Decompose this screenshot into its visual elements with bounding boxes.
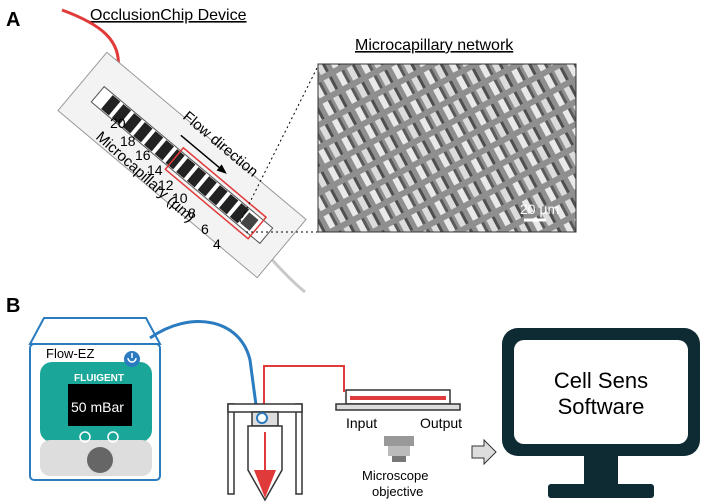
width-label-16: 16: [135, 147, 151, 163]
width-label-10: 10: [172, 190, 188, 206]
computer-monitor: [502, 328, 700, 498]
microscope-label-line2: objective: [372, 484, 423, 499]
red-tubing: [263, 365, 345, 420]
software-label-line1: Cell Sens: [554, 368, 648, 393]
width-label-8: 8: [188, 205, 196, 221]
zoom-region: [240, 212, 259, 231]
scale-bar-label: 20 µm: [520, 201, 559, 217]
pressure-readout: 50 mBar: [71, 399, 124, 415]
arrow-to-computer-icon: [471, 438, 497, 466]
panel-b-letter: B: [6, 295, 20, 317]
pump-knob: [87, 447, 113, 473]
button-left-icon: [79, 431, 91, 443]
microscope-objective-icon: [384, 436, 414, 462]
microscope-label-line1: Microscope: [362, 468, 428, 483]
button-right-icon: [107, 431, 119, 443]
pump-display: [68, 384, 132, 426]
highlight-box: [164, 146, 268, 240]
software-label-line2: Software: [558, 394, 645, 419]
pump-name: Flow-EZ: [46, 346, 94, 361]
width-label-14: 14: [147, 162, 163, 178]
width-label-4: 4: [213, 236, 221, 252]
device-title: OcclusionChip Device: [90, 7, 247, 24]
width-label-20: 20: [110, 115, 126, 131]
blue-tubing: [149, 320, 260, 421]
sem-image: [317, 63, 577, 233]
power-icon: [124, 351, 140, 367]
flow-arrow-icon: [216, 164, 227, 174]
width-label-12: 12: [158, 177, 174, 193]
pump-brand: FLUIGENT: [74, 373, 124, 384]
width-label-18: 18: [120, 133, 136, 149]
width-labels: 20 18 16 14 12 10 8 6 4: [110, 115, 221, 252]
reservoir-stand: [227, 403, 303, 502]
occlusion-chip: [57, 51, 307, 279]
panel-a-letter: A: [6, 9, 20, 31]
connector-line-top: [239, 65, 319, 223]
width-label-6: 6: [201, 221, 209, 237]
flow-ez-pump: [28, 317, 162, 481]
chip-on-stage: [335, 389, 461, 411]
network-title: Microcapillary network: [355, 37, 514, 54]
input-label: Input: [346, 415, 377, 431]
output-label: Output: [420, 415, 462, 431]
